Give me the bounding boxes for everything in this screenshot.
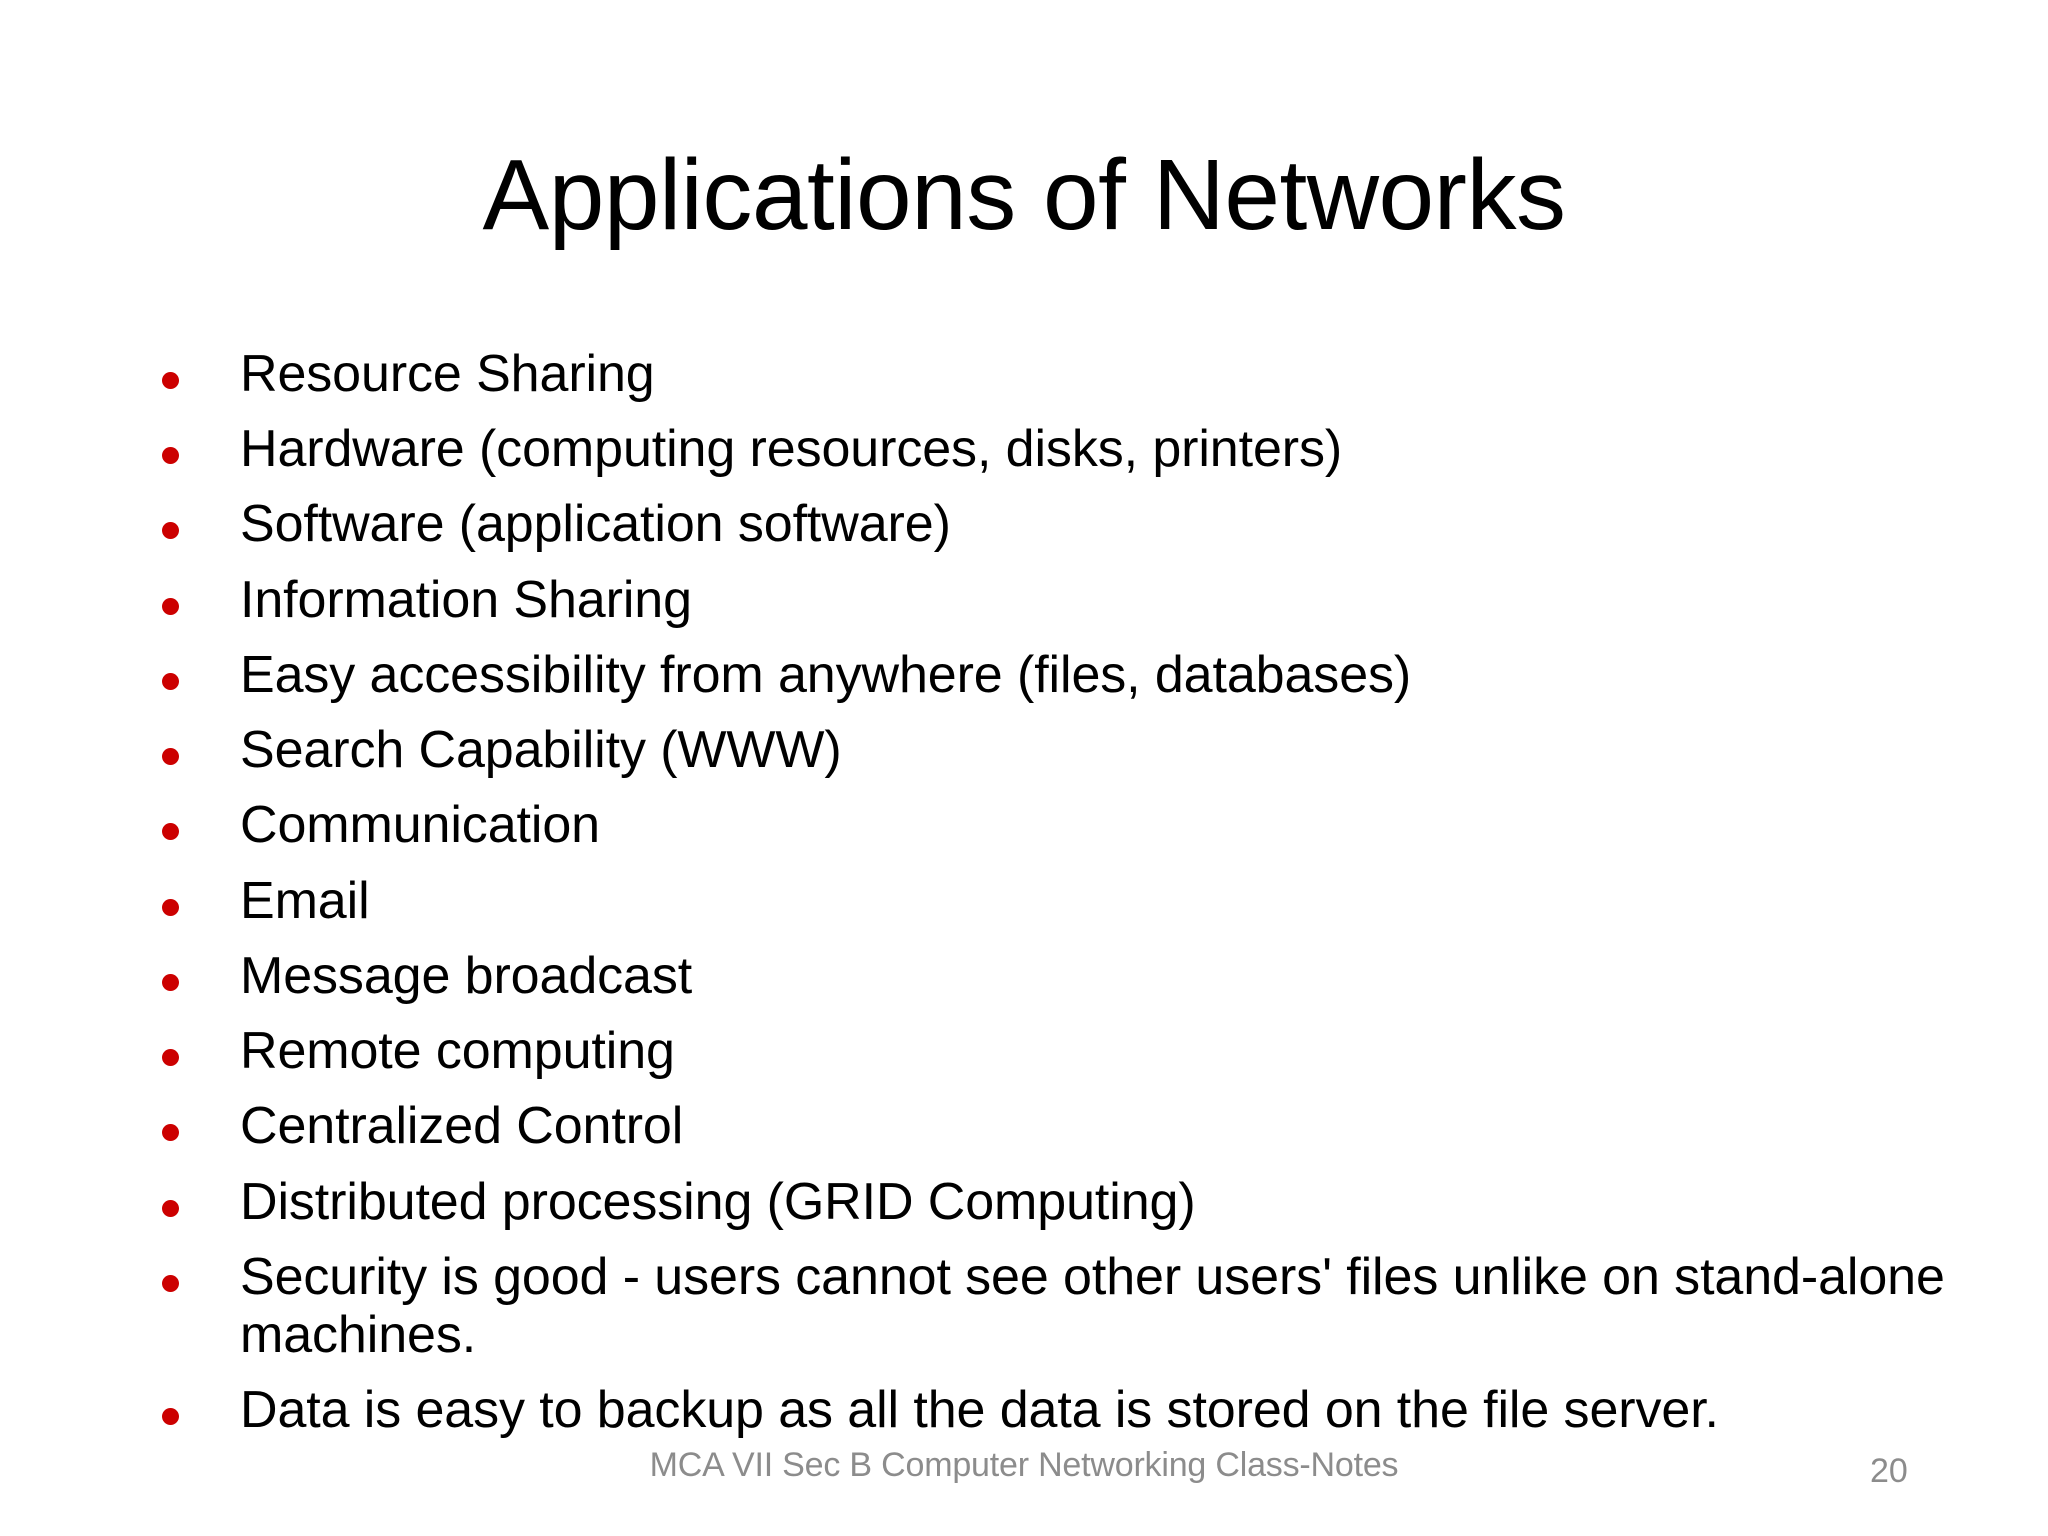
list-item-label: Email	[240, 871, 370, 930]
bullet-dot-icon	[162, 1124, 179, 1142]
list-item[interactable]: Distributed processing (GRID Computing)	[150, 1173, 2010, 1231]
list-item[interactable]: Centralized Control	[150, 1097, 2010, 1155]
list-item-label: Easy accessibility from anywhere (files,…	[240, 645, 1412, 704]
bullet-dot-icon	[162, 748, 179, 766]
list-item[interactable]: Resource Sharing	[150, 345, 2010, 403]
list-item-label: Resource Sharing	[240, 345, 655, 403]
bullet-dot-icon	[162, 973, 179, 991]
page-title: Applications of Networks	[482, 139, 1566, 251]
bullet-dot-icon	[162, 372, 179, 389]
list-item[interactable]: Software (application software)	[150, 495, 2010, 553]
bullet-dot-icon	[162, 447, 179, 465]
list-item-label: Hardware (computing resources, disks, pr…	[240, 420, 1343, 479]
list-item[interactable]: Information Sharing	[150, 571, 2010, 629]
bullet-dot-icon	[162, 597, 179, 615]
list-item[interactable]: Message broadcast	[150, 947, 2010, 1005]
slide-page-number: 20	[1870, 1452, 1908, 1490]
list-item-label: Data is easy to backup as all the data i…	[240, 1381, 1719, 1440]
slide-footer: MCA VII Sec B Computer Networking Class-…	[649, 1446, 1399, 1484]
bullet-dot-icon	[162, 898, 179, 916]
bullet-list: Resource Sharing Hardware (computing res…	[150, 345, 2010, 1440]
list-item[interactable]: Email	[150, 872, 2010, 930]
list-item[interactable]: Communication	[150, 796, 2010, 854]
list-item-label: Communication	[240, 796, 600, 855]
list-item[interactable]: Hardware (computing resources, disks, pr…	[150, 420, 2010, 478]
list-item-label: Security is good - users cannot see othe…	[240, 1247, 1960, 1365]
list-item[interactable]: Remote computing	[150, 1022, 2010, 1080]
list-item-label: Software (application software)	[240, 495, 951, 554]
list-item[interactable]: Search Capability (WWW)	[150, 721, 2010, 779]
list-item[interactable]: Data is easy to backup as all the data i…	[150, 1381, 2010, 1439]
bullet-dot-icon	[162, 1408, 179, 1426]
list-item-label: Distributed processing (GRID Computing)	[240, 1172, 1196, 1231]
bullet-dot-icon	[162, 1049, 179, 1067]
list-item[interactable]: Security is good - users cannot see othe…	[150, 1248, 2010, 1364]
list-item-label: Information Sharing	[240, 570, 692, 629]
list-item-label: Search Capability (WWW)	[240, 721, 842, 780]
bullet-dot-icon	[162, 672, 179, 690]
bullet-dot-icon	[162, 1199, 179, 1217]
list-item-label: Message broadcast	[240, 946, 693, 1005]
bullet-dot-icon	[162, 1274, 179, 1292]
bullet-dot-icon	[162, 522, 179, 540]
list-item-label: Centralized Control	[240, 1097, 684, 1156]
list-item[interactable]: Easy accessibility from anywhere (files,…	[150, 646, 2010, 704]
bullet-dot-icon	[162, 823, 179, 841]
list-item-label: Remote computing	[240, 1022, 675, 1081]
